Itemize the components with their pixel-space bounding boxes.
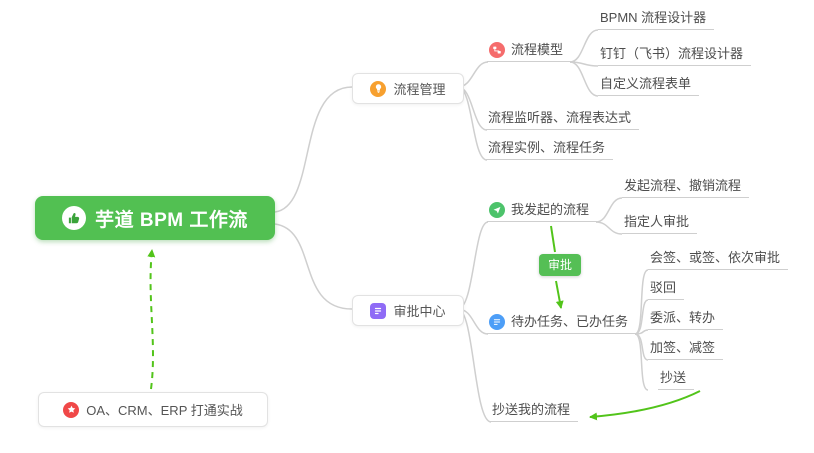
thumbs-up-icon [62, 206, 87, 230]
node-todo-done-label: 待办任务、已办任务 [511, 314, 629, 329]
node-countersign[interactable]: 会签、或签、依次审批 [648, 250, 789, 270]
node-cc-my-process-label: 抄送我的流程 [492, 402, 571, 417]
node-instance-task[interactable]: 流程实例、流程任务 [486, 140, 614, 160]
node-dingtalk-designer[interactable]: 钉钉（飞书）流程设计器 [598, 46, 752, 66]
approval-relation-badge[interactable]: 审批 [539, 254, 582, 276]
node-delegate-transfer-label: 委派、转办 [650, 310, 716, 325]
node-process-model-label: 流程模型 [511, 42, 564, 57]
node-assignee-approval-label: 指定人审批 [624, 214, 690, 229]
node-countersign-label: 会签、或签、依次审批 [650, 250, 781, 265]
node-add-reduce-sign-label: 加签、减签 [650, 340, 716, 355]
node-cc[interactable]: 抄送 [658, 370, 695, 390]
node-listener-expression[interactable]: 流程监听器、流程表达式 [486, 110, 640, 130]
paper-plane-icon [489, 202, 505, 218]
node-instance-task-label: 流程实例、流程任务 [488, 140, 606, 155]
approval-relation-arrow [555, 280, 564, 309]
node-add-reduce-sign[interactable]: 加签、减签 [648, 340, 724, 360]
node-custom-form[interactable]: 自定义流程表单 [598, 76, 700, 96]
node-approval-center-label: 审批中心 [393, 304, 446, 319]
node-start-cancel-label: 发起流程、撤销流程 [624, 178, 742, 193]
node-my-initiated[interactable]: 我发起的流程 [487, 202, 598, 222]
node-assignee-approval[interactable]: 指定人审批 [622, 214, 698, 234]
star-icon [63, 401, 80, 418]
node-process-management[interactable]: 流程管理 [352, 73, 464, 104]
node-start-cancel[interactable]: 发起流程、撤销流程 [622, 178, 750, 198]
cc-relation-arrow [589, 390, 701, 421]
clipboard-icon [370, 302, 387, 319]
checklist-icon [489, 314, 505, 330]
node-custom-form-label: 自定义流程表单 [600, 76, 692, 91]
node-listener-expression-label: 流程监听器、流程表达式 [488, 110, 632, 125]
node-cc-my-process[interactable]: 抄送我的流程 [490, 402, 579, 422]
lightbulb-icon [370, 80, 387, 97]
node-reject-label: 驳回 [650, 280, 677, 295]
node-approval-center[interactable]: 审批中心 [352, 295, 464, 326]
node-process-management-label: 流程管理 [393, 82, 446, 97]
node-dingtalk-designer-label: 钉钉（飞书）流程设计器 [600, 46, 744, 61]
root-node[interactable]: 芋道 BPM 工作流 [35, 196, 275, 240]
node-process-model[interactable]: 流程模型 [487, 42, 572, 62]
node-bpmn-designer[interactable]: BPMN 流程设计器 [598, 10, 715, 30]
flow-model-icon [489, 42, 505, 58]
node-reject[interactable]: 驳回 [648, 280, 685, 300]
node-oa-integration-label: OA、CRM、ERP 打通实战 [86, 403, 243, 418]
approval-relation-line-top [550, 225, 556, 253]
node-cc-label: 抄送 [660, 370, 687, 385]
approval-relation-badge-label: 审批 [548, 258, 573, 272]
node-todo-done[interactable]: 待办任务、已办任务 [487, 314, 637, 334]
oa-relation-dashed-arrow [147, 249, 156, 390]
node-oa-integration[interactable]: OA、CRM、ERP 打通实战 [38, 392, 268, 427]
node-bpmn-designer-label: BPMN 流程设计器 [600, 10, 707, 25]
node-my-initiated-label: 我发起的流程 [511, 202, 590, 217]
root-node-label: 芋道 BPM 工作流 [95, 209, 248, 231]
node-delegate-transfer[interactable]: 委派、转办 [648, 310, 724, 330]
